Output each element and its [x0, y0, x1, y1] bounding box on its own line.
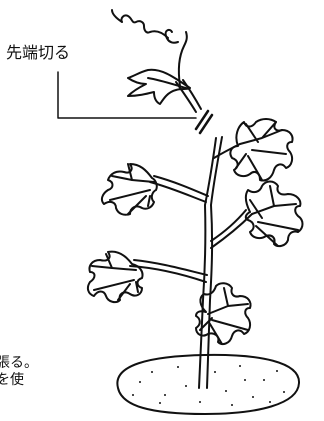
- leaf-bottom-right: [195, 282, 252, 345]
- cut-mark: [194, 109, 214, 135]
- left-edge-text-line-1: 張る。: [0, 355, 38, 371]
- callout-label: 先端切る: [6, 43, 71, 62]
- leaf-left-lower: [86, 250, 144, 304]
- leaf-upper-right: [229, 118, 294, 182]
- cut-tip-shoot: [111, 9, 202, 113]
- left-edge-text-line-2: を使: [0, 372, 24, 388]
- stem-branches: [129, 143, 253, 283]
- callout-leader-line: [57, 71, 197, 119]
- leaf-left-upper: [100, 163, 158, 216]
- main-stem: [198, 136, 223, 389]
- soil-mound: [116, 353, 301, 415]
- leaf-right-middle: [244, 180, 304, 248]
